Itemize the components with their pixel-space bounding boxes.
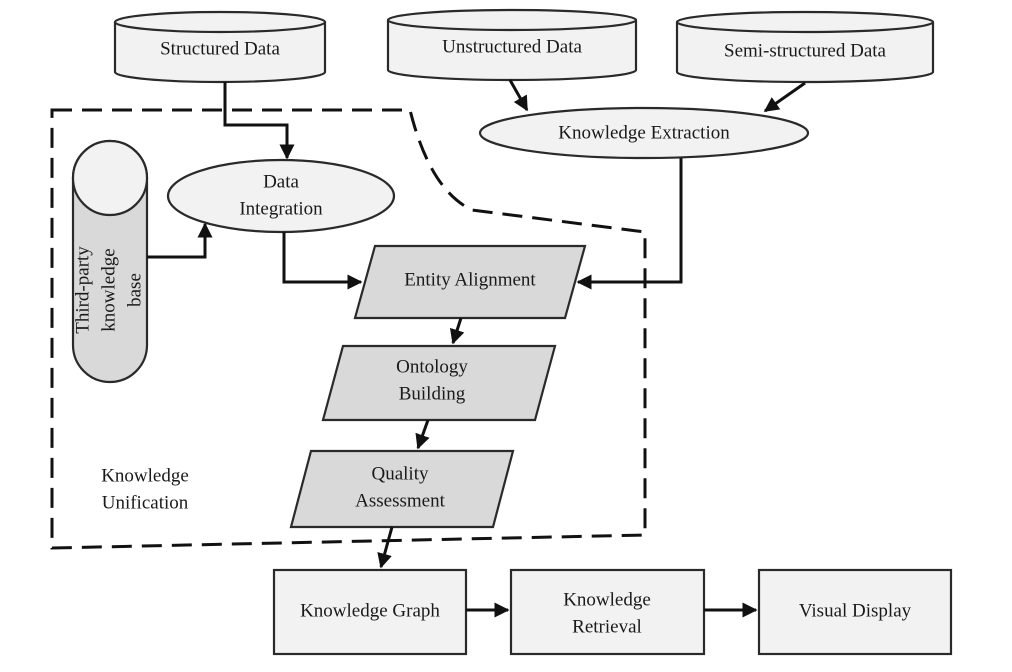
knowledge-unification-boundary (50, 108, 647, 550)
third-party-kb-label-line2: knowledge (98, 248, 119, 331)
knowledge-retrieval-label-line2: Retrieval (572, 616, 642, 637)
ontology-building-node[interactable]: Ontology Building (321, 344, 557, 422)
data-integration-label-line1: Data (263, 171, 299, 192)
knowledge-retrieval-box[interactable]: Knowledge Retrieval (509, 568, 706, 656)
entity-alignment-node[interactable]: Entity Alignment (353, 244, 587, 320)
third-party-knowledge-base[interactable]: Third-party knowledge base (71, 139, 149, 384)
edge-quality-to-graph (377, 526, 394, 569)
quality-assessment-node[interactable]: Quality Assessment (289, 449, 515, 529)
structured-data-label: Structured Data (160, 38, 280, 59)
ontology-building-label-line2: Building (399, 383, 466, 404)
knowledge-graph-box[interactable]: Knowledge Graph (272, 568, 468, 656)
third-party-kb-label-line3: base (124, 273, 145, 307)
semi-structured-data-label: Semi-structured Data (724, 40, 887, 61)
knowledge-extraction-node[interactable]: Knowledge Extraction (478, 106, 810, 160)
edge-thirdparty-to-integration (147, 222, 213, 259)
knowledge-unification-label-line1: Knowledge (101, 465, 189, 486)
edge-ontology-to-quality (415, 419, 430, 450)
knowledge-extraction-label: Knowledge Extraction (558, 122, 730, 143)
edge-integration-to-alignment (282, 232, 363, 290)
quality-assessment-label-line2: Assessment (355, 490, 445, 511)
edge-unstructured-to-extraction (508, 79, 529, 112)
data-integration-node[interactable]: Data Integration (166, 158, 396, 234)
visual-display-label: Visual Display (799, 600, 912, 621)
ontology-building-label-line1: Ontology (396, 356, 468, 377)
knowledge-retrieval-label-line1: Knowledge (563, 589, 651, 610)
edge-semistructured-to-extraction (763, 81, 806, 113)
data-integration-label-line2: Integration (239, 198, 323, 219)
semi-structured-data-database[interactable]: Semi-structured Data (675, 10, 935, 84)
quality-assessment-label-line1: Quality (372, 463, 429, 484)
knowledge-graph-label: Knowledge Graph (300, 600, 440, 621)
unstructured-data-database[interactable]: Unstructured Data (386, 8, 638, 82)
knowledge-unification-label-line2: Unification (102, 492, 189, 513)
third-party-kb-label-line1: Third-party (72, 246, 93, 334)
visual-display-box[interactable]: Visual Display (757, 568, 953, 656)
edge-alignment-to-ontology (449, 317, 465, 345)
edge-structured-to-integration (223, 82, 295, 160)
entity-alignment-label: Entity Alignment (404, 269, 536, 290)
structured-data-database[interactable]: Structured Data (113, 10, 327, 84)
unstructured-data-label: Unstructured Data (442, 36, 582, 57)
edge-extraction-to-alignment (576, 158, 683, 290)
